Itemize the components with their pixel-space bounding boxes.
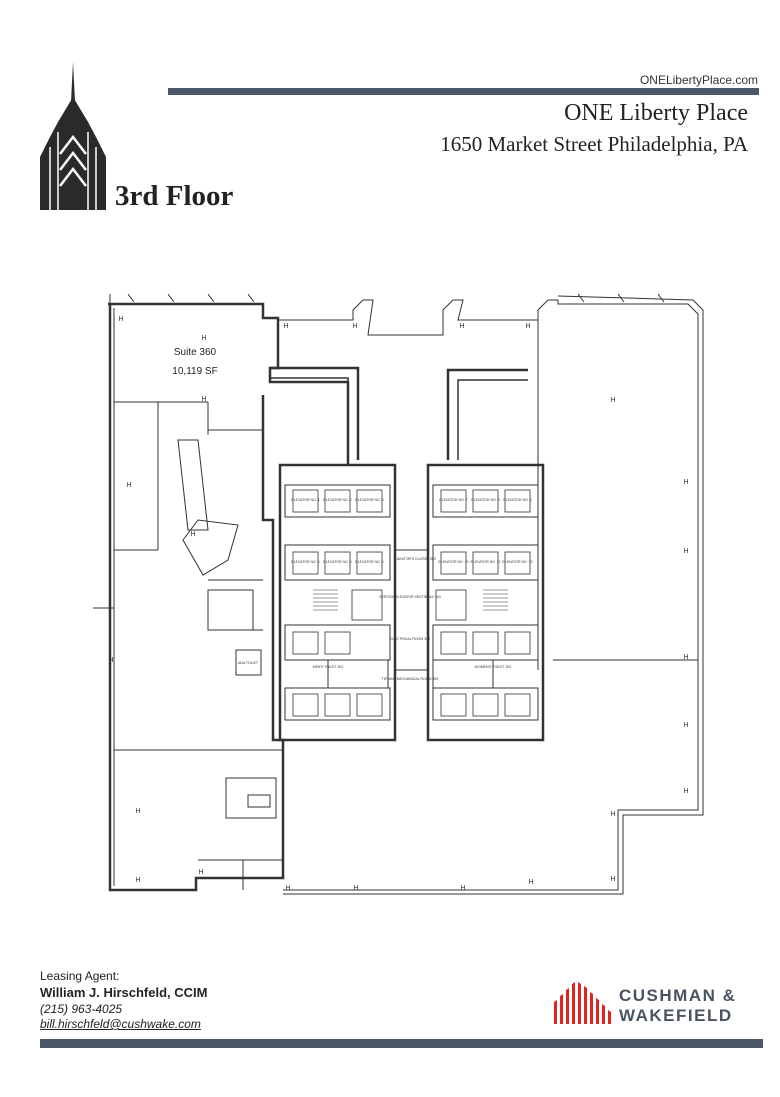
tower-logo-icon — [40, 62, 106, 210]
website-url[interactable]: ONELibertyPlace.com — [639, 73, 758, 87]
svg-text:H: H — [198, 869, 203, 876]
svg-text:ELEVATOR NO. 8: ELEVATOR NO. 8 — [471, 498, 499, 502]
svg-text:H: H — [135, 808, 140, 815]
svg-text:ELEVATOR NO. 6: ELEVATOR NO. 6 — [355, 560, 383, 564]
building-name: ONE Liberty Place — [564, 100, 748, 126]
svg-text:ELEVATOR NO. 5: ELEVATOR NO. 5 — [323, 560, 351, 564]
svg-text:H: H — [610, 811, 615, 818]
svg-text:JANITOR'S CLOSET 303: JANITOR'S CLOSET 303 — [396, 557, 436, 561]
svg-text:H: H — [683, 479, 688, 486]
header-rule — [168, 88, 759, 95]
svg-text:H: H — [683, 722, 688, 729]
svg-text:SERVICE ELEVATOR VESTIBULE 304: SERVICE ELEVATOR VESTIBULE 304 — [379, 595, 440, 599]
suite-area: 10,119 SF — [172, 366, 218, 377]
svg-text:H: H — [283, 323, 288, 330]
agent-email[interactable]: bill.hirschfeld@cushwake.com — [40, 1017, 201, 1031]
svg-text:H: H — [126, 482, 131, 489]
floor-plan: H H H H H H H H H H H H H H H H H H H H … — [93, 293, 704, 895]
svg-text:ELEVATOR NO. 2: ELEVATOR NO. 2 — [323, 498, 351, 502]
brand-line-1: CUSHMAN & — [619, 986, 737, 1005]
agent-phone[interactable]: (215) 963-4025 — [40, 1002, 123, 1016]
svg-text:ADA TOILET: ADA TOILET — [238, 661, 259, 665]
svg-text:MEN'S TOILET 301: MEN'S TOILET 301 — [313, 665, 344, 669]
svg-text:ELEVATOR NO. 1: ELEVATOR NO. 1 — [291, 498, 319, 502]
svg-text:ELEVATOR NO. 9: ELEVATOR NO. 9 — [503, 498, 531, 502]
svg-text:H: H — [352, 323, 357, 330]
svg-text:TENANT MECHANICAL ROOM 305: TENANT MECHANICAL ROOM 305 — [382, 677, 438, 681]
suite-name: Suite 360 — [173, 347, 217, 358]
svg-text:H: H — [610, 876, 615, 883]
svg-text:H: H — [108, 657, 113, 664]
svg-text:H: H — [525, 323, 530, 330]
building-address: 1650 Market Street Philadelphia, PA — [440, 132, 748, 156]
agent-name: William J. Hirschfeld, CCIM — [40, 985, 208, 1000]
cushman-wakefield-logo-icon — [554, 982, 611, 1024]
svg-text:ELECTRICAL ROOM 306: ELECTRICAL ROOM 306 — [390, 637, 430, 641]
svg-text:WOMEN'S TOILET 302: WOMEN'S TOILET 302 — [475, 665, 512, 669]
svg-text:ELEVATOR NO. 12: ELEVATOR NO. 12 — [502, 560, 532, 564]
svg-text:H: H — [353, 885, 358, 892]
svg-text:H: H — [683, 548, 688, 555]
svg-text:H: H — [201, 396, 206, 403]
svg-text:H: H — [460, 885, 465, 892]
floor-title: 3rd Floor — [115, 180, 234, 212]
svg-text:ELEVATOR NO. 7: ELEVATOR NO. 7 — [439, 498, 467, 502]
svg-text:H: H — [683, 788, 688, 795]
svg-text:H: H — [459, 323, 464, 330]
brand-line-2: WAKEFIELD — [619, 1006, 733, 1025]
svg-text:H: H — [135, 877, 140, 884]
agent-label: Leasing Agent: — [40, 969, 120, 983]
svg-text:ELEVATOR NO. 4: ELEVATOR NO. 4 — [291, 560, 319, 564]
svg-text:H: H — [528, 879, 533, 886]
svg-text:ELEVATOR NO. 10: ELEVATOR NO. 10 — [438, 560, 468, 564]
svg-text:H: H — [201, 335, 206, 342]
svg-text:H: H — [683, 654, 688, 661]
svg-text:H: H — [190, 531, 195, 538]
svg-text:H: H — [610, 397, 615, 404]
footer-rule — [40, 1039, 763, 1048]
svg-text:ELEVATOR NO. 3: ELEVATOR NO. 3 — [355, 498, 383, 502]
svg-text:ELEVATOR NO. 11: ELEVATOR NO. 11 — [471, 560, 501, 564]
svg-text:H: H — [285, 885, 290, 892]
svg-text:H: H — [118, 316, 123, 323]
